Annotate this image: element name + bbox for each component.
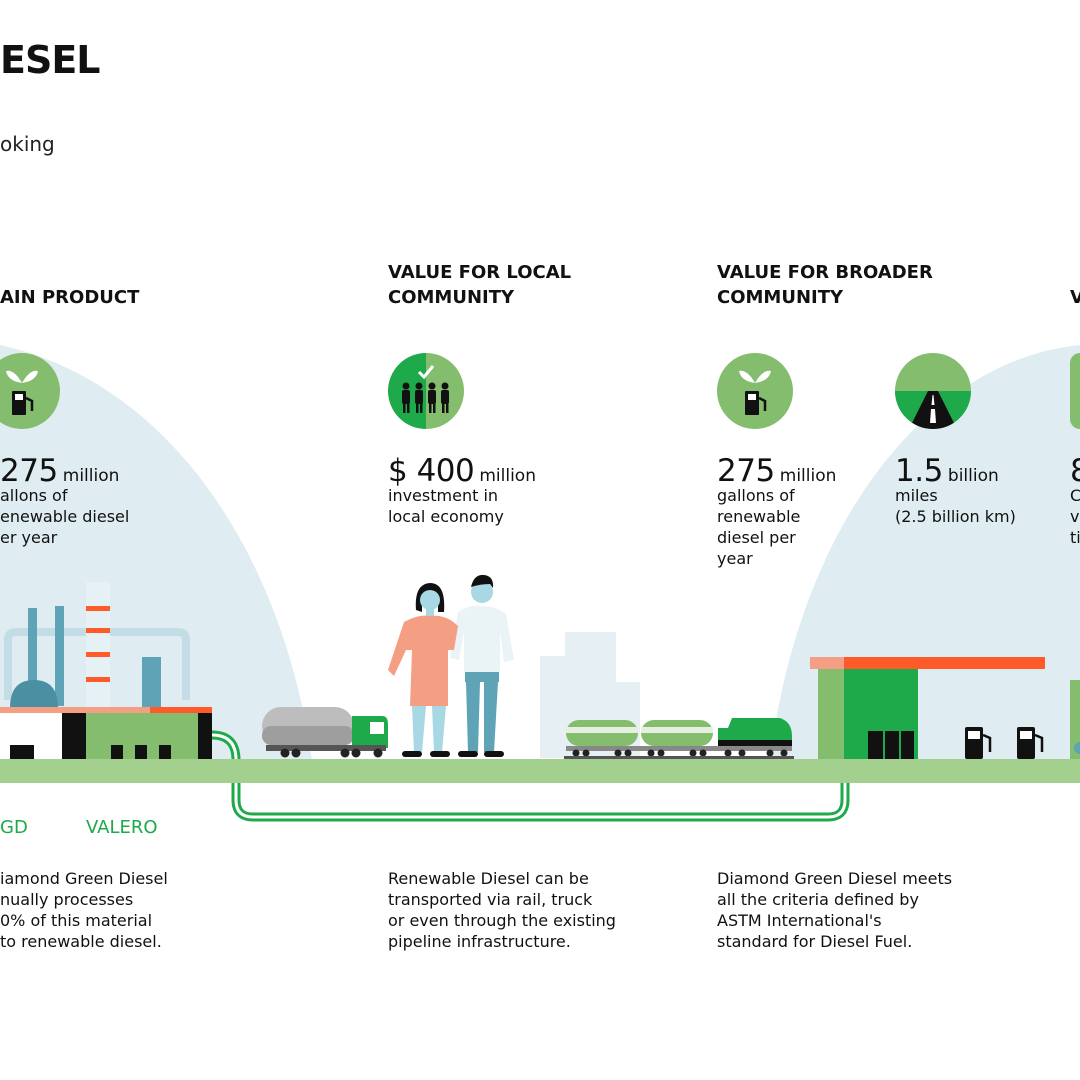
col1-stat-number: 275 (0, 453, 58, 489)
col2-stat-desc: investment in local economy (388, 485, 504, 527)
col3-stat2: 1.5 billion (895, 454, 999, 488)
col2-stat-number: $ 400 (388, 453, 475, 489)
col3-desc-line: gallons of (717, 486, 795, 505)
col3-stat2-desc-line: miles (895, 486, 938, 505)
col2-heading-line: VALUE FOR LOCAL (388, 262, 572, 283)
col2-heading: VALUE FOR LOCAL COMMUNITY (388, 260, 571, 310)
col3-stat2-desc: miles (2.5 billion km) (895, 485, 1016, 527)
col4-desc-line: ti (1070, 528, 1080, 547)
col2-foot-line: or even through the existing (388, 911, 616, 930)
col2-stat: $ 400 million (388, 454, 536, 488)
col3-stat-unit: million (779, 466, 837, 486)
col3-heading-line: VALUE FOR BROADER (717, 262, 933, 283)
community-check-icon (388, 353, 464, 429)
col1-desc-line: allons of (0, 486, 68, 505)
page-subtitle: oking (0, 132, 55, 156)
col4-desc-line: C (1070, 486, 1080, 505)
ground (0, 759, 1080, 783)
col4-icon (1070, 353, 1080, 429)
col1-stat-desc: allons of enewable diesel er year (0, 485, 129, 548)
col3-foot-line: Diamond Green Diesel meets (717, 869, 953, 888)
col4-stat-number: 8 (1070, 454, 1080, 488)
col2-heading-line: COMMUNITY (388, 287, 515, 308)
right-hill (770, 345, 1080, 760)
col3-desc-line: renewable (717, 507, 801, 526)
couple-figures (388, 574, 514, 757)
col2-desc-line: investment in (388, 486, 499, 505)
col3-foot-line: all the criteria defined by (717, 890, 919, 909)
col3-foot-line: standard for Diesel Fuel. (717, 932, 913, 951)
refinery (0, 582, 212, 759)
col1-foot-line: nually processes (0, 890, 134, 909)
col4-heading: V (1070, 287, 1080, 308)
col3-stat2-desc-line: (2.5 billion km) (895, 507, 1016, 526)
col1-desc-line: er year (0, 528, 58, 547)
col2-foot-line: pipeline infrastructure. (388, 932, 571, 951)
col2-foot-line: Renewable Diesel can be (388, 869, 589, 888)
col2-desc-line: local economy (388, 507, 504, 526)
tanker-truck (262, 707, 388, 758)
fuel-pump-1 (965, 727, 992, 759)
col3-desc-line: year (717, 549, 753, 568)
col1-stat-unit: million (62, 466, 120, 486)
col1-foot-line: 0% of this material (0, 911, 153, 930)
col3-stat2-unit: billion (947, 466, 999, 486)
plant-pump-icon (717, 353, 793, 429)
gas-station (810, 657, 1080, 759)
col1-foot-line: iamond Green Diesel (0, 869, 168, 888)
left-hill (0, 345, 312, 760)
col3-stat-number: 275 (717, 453, 775, 489)
col1-desc-line: enewable diesel (0, 507, 130, 526)
col3-stat: 275 million (717, 454, 836, 488)
col3-foot-line: ASTM International's (717, 911, 882, 930)
label-valero: VALERO (86, 817, 158, 838)
col1-foot-line: to renewable diesel. (0, 932, 162, 951)
col2-stat-unit: million (479, 466, 536, 486)
col1-footnote: iamond Green Diesel nually processes 0% … (0, 868, 168, 952)
col4-desc-line: v (1070, 507, 1080, 526)
road-icon (895, 353, 971, 429)
col3-stat2-number: 1.5 (895, 453, 943, 489)
col3-desc-line: diesel per (717, 528, 796, 547)
col3-heading: VALUE FOR BROADER COMMUNITY (717, 260, 933, 310)
col3-footnote: Diamond Green Diesel meets all the crite… (717, 868, 952, 952)
plant-pump-icon (0, 353, 60, 429)
col2-footnote: Renewable Diesel can be transported via … (388, 868, 616, 952)
col1-stat: 275 million (0, 454, 119, 488)
col1-heading: AIN PRODUCT (0, 287, 140, 308)
label-gd: GD (0, 817, 28, 838)
col3-stat-desc: gallons of renewable diesel per year (717, 485, 800, 569)
col2-foot-line: transported via rail, truck (388, 890, 593, 909)
col4-stat-desc: C v ti (1070, 485, 1080, 548)
fuel-pump-2 (1017, 727, 1044, 759)
tank-train (564, 718, 794, 759)
brand-title: ESEL (0, 38, 100, 82)
col3-heading-line: COMMUNITY (717, 287, 844, 308)
